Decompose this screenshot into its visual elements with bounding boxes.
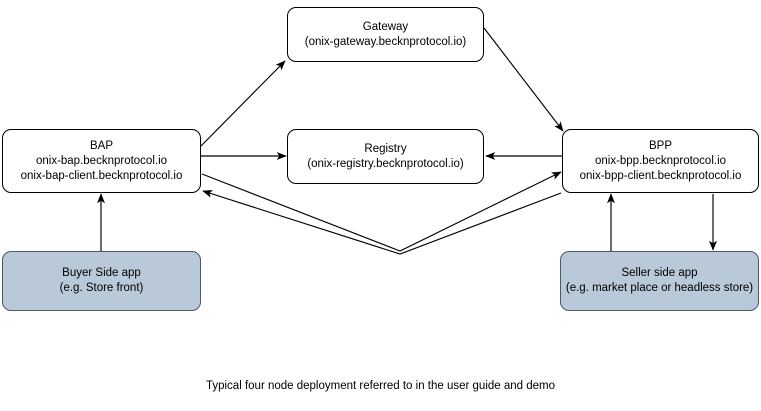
node-gateway-title: Gateway bbox=[362, 20, 409, 33]
node-bpp-client-host: onix-bpp-client.becknprotocol.io bbox=[579, 169, 742, 182]
node-bpp[interactable]: BPP onix-bpp.becknprotocol.io onix-bpp-c… bbox=[562, 129, 759, 193]
node-bap[interactable]: BAP onix-bap.becknprotocol.io onix-bap-c… bbox=[2, 129, 201, 193]
node-registry[interactable]: Registry (onix-registry.becknprotocol.io… bbox=[287, 129, 484, 184]
node-buyer-side-app-subtitle: (e.g. Store front) bbox=[59, 282, 144, 294]
node-gateway[interactable]: Gateway (onix-gateway.becknprotocol.io) bbox=[287, 7, 484, 62]
node-seller-side-app-title: Seller side app bbox=[621, 267, 698, 279]
node-bpp-title: BPP bbox=[648, 139, 672, 152]
connector-bpp-to-bap bbox=[202, 189, 562, 255]
connector-gateway-to-bpp bbox=[483, 27, 564, 132]
node-seller-side-app[interactable]: Seller side app (e.g. market place or he… bbox=[560, 251, 759, 311]
node-buyer-side-app-title: Buyer Side app bbox=[62, 267, 141, 279]
node-gateway-subtitle: (onix-gateway.becknprotocol.io) bbox=[304, 35, 467, 48]
node-seller-side-app-subtitle: (e.g. market place or headless store) bbox=[565, 282, 754, 294]
node-bap-title: BAP bbox=[89, 139, 113, 152]
node-bap-host: onix-bap.becknprotocol.io bbox=[35, 154, 168, 167]
node-bap-client-host: onix-bap-client.becknprotocol.io bbox=[20, 169, 183, 182]
node-bpp-host: onix-bpp.becknprotocol.io bbox=[594, 154, 727, 167]
node-registry-title: Registry bbox=[364, 142, 407, 155]
diagram-caption: Typical four node deployment referred to… bbox=[205, 380, 556, 392]
node-buyer-side-app[interactable]: Buyer Side app (e.g. Store front) bbox=[2, 251, 201, 311]
connector-bap-to-gateway bbox=[200, 60, 286, 147]
node-registry-subtitle: (onix-registry.becknprotocol.io) bbox=[307, 157, 464, 170]
